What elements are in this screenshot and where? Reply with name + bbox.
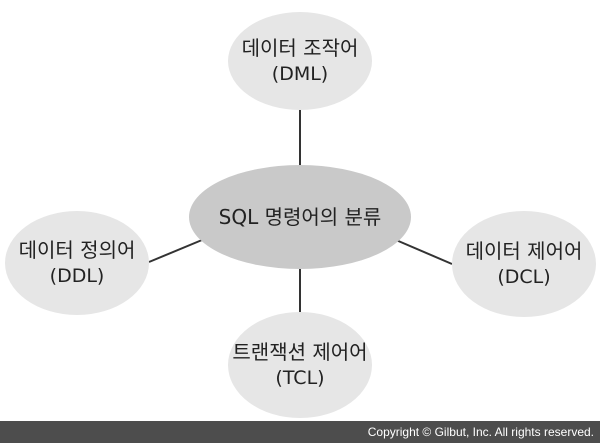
node-dml-abbr: (DML) xyxy=(271,62,329,85)
node-dml-name: 데이터 조작어 xyxy=(241,35,359,60)
node-ddl: 데이터 정의어 (DDL) xyxy=(5,211,149,315)
connector-ddl xyxy=(148,239,203,263)
node-dcl: 데이터 제어어 (DCL) xyxy=(452,211,596,317)
node-dcl-abbr: (DCL) xyxy=(497,265,551,288)
node-center: SQL 명령어의 분류 xyxy=(189,165,411,269)
node-center-label: SQL 명령어의 분류 xyxy=(218,204,382,229)
node-tcl: 트랜잭션 제어어 (TCL) xyxy=(228,312,372,418)
node-tcl-name: 트랜잭션 제어어 xyxy=(232,339,368,364)
node-ddl-name: 데이터 정의어 xyxy=(18,237,136,262)
node-tcl-abbr: (TCL) xyxy=(275,366,325,389)
copyright-footer: Copyright © Gilbut, Inc. All rights rese… xyxy=(0,421,600,443)
sql-classification-diagram: 데이터 조작어 (DML) SQL 명령어의 분류 데이터 정의어 (DDL) … xyxy=(5,12,596,418)
copyright-text: Copyright © Gilbut, Inc. All rights rese… xyxy=(367,425,594,439)
connector-lines xyxy=(148,110,453,312)
connector-dcl xyxy=(395,239,453,265)
node-ddl-abbr: (DDL) xyxy=(49,264,105,287)
node-dcl-name: 데이터 제어어 xyxy=(465,238,583,263)
node-dml: 데이터 조작어 (DML) xyxy=(228,12,372,110)
